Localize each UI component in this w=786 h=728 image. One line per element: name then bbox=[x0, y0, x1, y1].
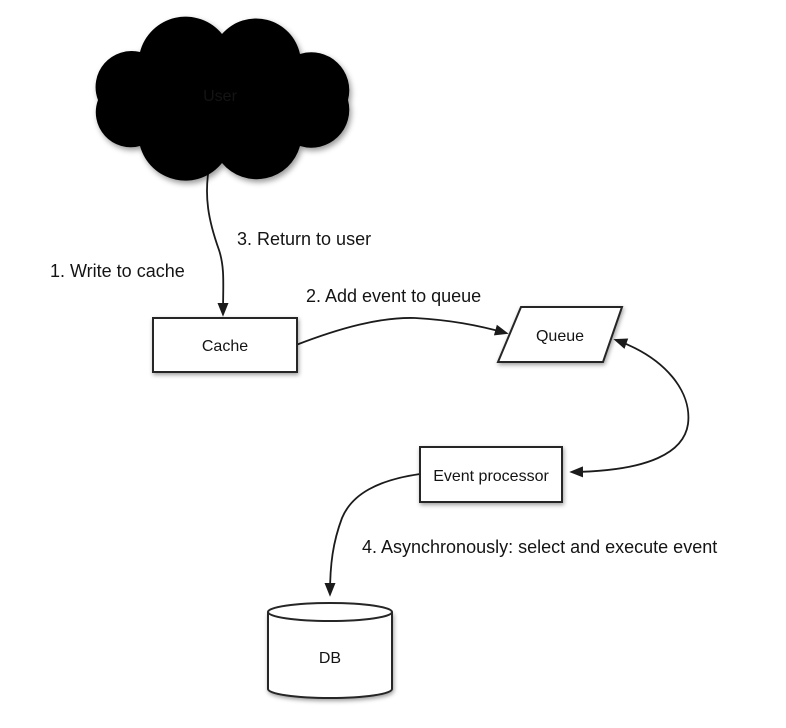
edge-queue-event-processor bbox=[569, 338, 690, 478]
db-label: DB bbox=[319, 650, 341, 667]
user-label: User bbox=[203, 88, 237, 105]
cache-box bbox=[152, 317, 298, 373]
event-processor-label: Event processor bbox=[433, 468, 549, 485]
cache-label: Cache bbox=[202, 338, 248, 355]
db-cylinder bbox=[267, 612, 393, 699]
queue-label: Queue bbox=[536, 328, 584, 345]
db-cylinder-top bbox=[267, 602, 393, 622]
label-step-3-return-to-user: 3. Return to user bbox=[237, 229, 371, 249]
queue-parallelogram bbox=[496, 306, 624, 363]
edge-event-processor-to-db bbox=[324, 473, 421, 597]
edge-cache-to-queue bbox=[295, 317, 509, 346]
label-step-2-add-event-to-queue: 2. Add event to queue bbox=[306, 286, 481, 306]
user-cloud-shape bbox=[95, 16, 350, 181]
label-step-4-asynchronously: 4. Asynchronously: select and execute ev… bbox=[362, 537, 717, 557]
label-step-1-write-to-cache: 1. Write to cache bbox=[50, 261, 185, 281]
event-processor-box bbox=[419, 446, 563, 503]
edge-user-to-cache bbox=[206, 161, 229, 317]
